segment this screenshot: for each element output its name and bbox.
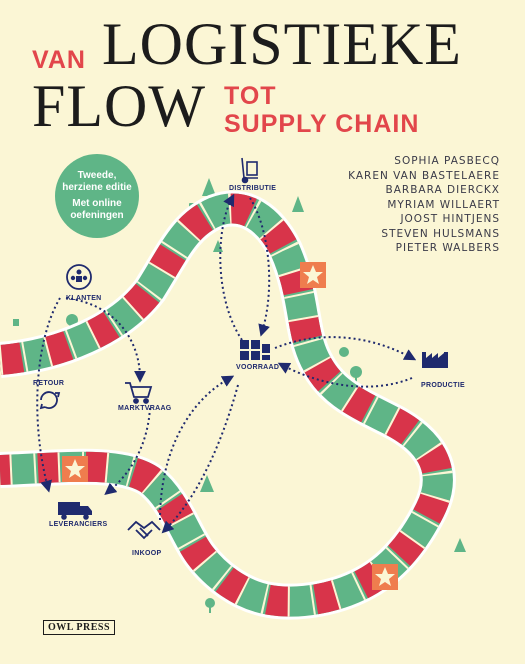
tree-icon xyxy=(205,598,215,613)
tree-icon xyxy=(454,538,466,552)
label-distributie: DISTRIBUTIE xyxy=(229,185,277,192)
cycle-arrows-icon xyxy=(39,391,61,410)
tree-icon xyxy=(213,240,223,252)
hand-truck-icon xyxy=(241,157,258,184)
factory-icon xyxy=(422,352,448,368)
author-name: KAREN VAN BASTELAERE xyxy=(348,169,500,182)
author-name: JOOST HINTJENS xyxy=(400,213,500,225)
tree-icon xyxy=(13,319,19,326)
label-inkoop: INKOOP xyxy=(132,550,162,557)
star-tile xyxy=(300,262,326,288)
author-name: MYRIAM WILLAERT xyxy=(387,198,500,211)
handshake-icon xyxy=(127,520,161,540)
people-circle-icon xyxy=(66,264,92,290)
label-retour: RETOUR xyxy=(33,380,65,387)
title-tot: TOT xyxy=(224,82,277,110)
delivery-truck-icon xyxy=(58,502,92,520)
tree-icon xyxy=(339,347,362,383)
badge-line: Met online xyxy=(72,198,122,209)
author-name: BARBARA DIERCKX xyxy=(385,184,500,196)
author-name: STEVEN HULSMANS xyxy=(381,227,500,240)
author-name: PIETER WALBERS xyxy=(395,242,500,254)
label-voorraad: VOORRAAD xyxy=(236,364,280,371)
star-tile xyxy=(62,456,88,482)
label-leveranciers: LEVERANCIERS xyxy=(49,521,108,528)
shopping-cart-icon xyxy=(125,382,153,404)
star-tile xyxy=(372,564,398,590)
flow-arrows xyxy=(36,193,417,534)
tree-icon xyxy=(200,475,214,492)
label-marktvraag: MARKTVRAAG xyxy=(118,405,172,412)
badge-line: Tweede, xyxy=(77,170,117,181)
badge-line: herziene editie xyxy=(62,182,132,193)
title-main-line1: LOGISTIEKE xyxy=(102,11,462,77)
publisher-logo: OWL PRESS xyxy=(43,620,116,635)
warehouse-boxes-icon xyxy=(240,340,270,360)
title-subtitle: SUPPLY CHAIN xyxy=(224,110,420,138)
badge-line: oefeningen xyxy=(70,210,124,221)
author-list: SOPHIA PASBECQ KAREN VAN BASTELAERE BARB… xyxy=(300,154,500,256)
author-name: SOPHIA PASBECQ xyxy=(394,155,500,167)
label-klanten: KLANTEN xyxy=(66,295,102,302)
label-productie: PRODUCTIE xyxy=(421,382,465,389)
title-main-line2: FLOW xyxy=(32,73,206,139)
tree-icon xyxy=(292,196,304,212)
edition-badge: Tweede, herziene editie Met online oefen… xyxy=(55,154,139,238)
title-van: VAN xyxy=(32,46,86,74)
